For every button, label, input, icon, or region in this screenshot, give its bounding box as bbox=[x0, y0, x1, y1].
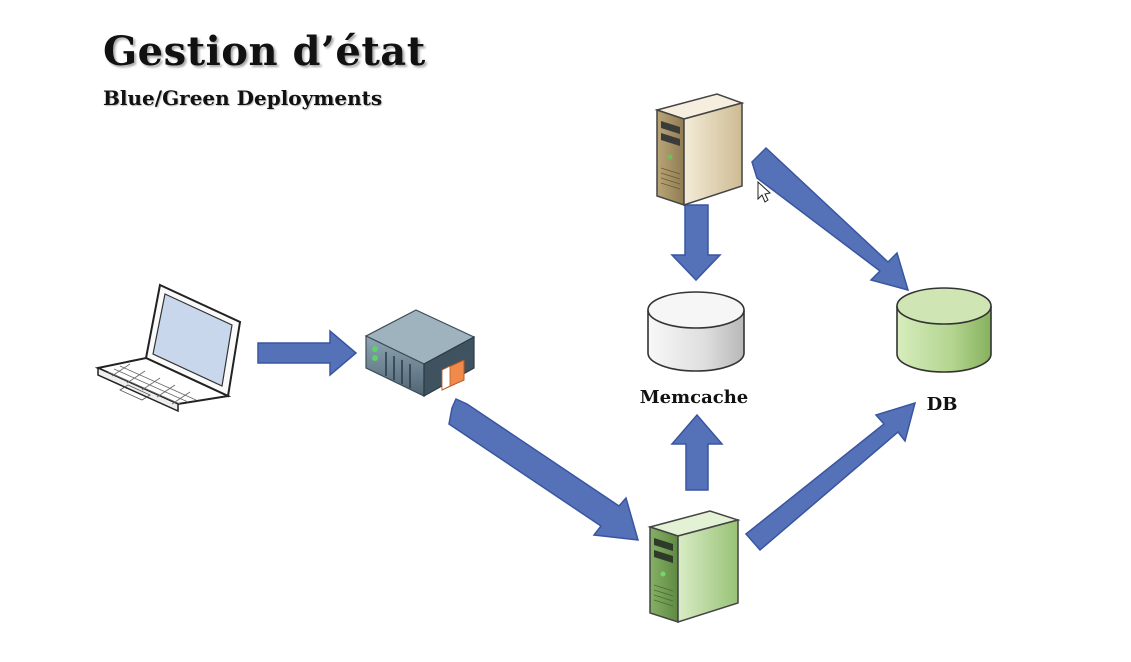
arrow-beige-server-to-db bbox=[751, 146, 910, 292]
laptop-icon bbox=[94, 283, 242, 413]
arrow-laptop-to-lb bbox=[257, 329, 358, 377]
db-label: DB bbox=[927, 394, 958, 415]
page-subtitle: Blue/Green Deployments bbox=[103, 86, 383, 110]
load-balancer-icon bbox=[364, 309, 476, 398]
database-icon bbox=[647, 291, 745, 372]
database-icon bbox=[896, 287, 992, 373]
page-title: Gestion d’état bbox=[103, 28, 426, 75]
arrow-app-server-to-memcache bbox=[670, 413, 724, 491]
arrow-lb-to-app-server bbox=[448, 398, 640, 541]
memcache-label: Memcache bbox=[640, 387, 749, 408]
arrow-app-server-to-db bbox=[744, 401, 917, 552]
mouse-cursor-icon bbox=[757, 180, 772, 203]
arrow-beige-server-to-memcache bbox=[670, 204, 722, 282]
server-icon bbox=[647, 510, 741, 624]
server-icon bbox=[654, 93, 745, 207]
